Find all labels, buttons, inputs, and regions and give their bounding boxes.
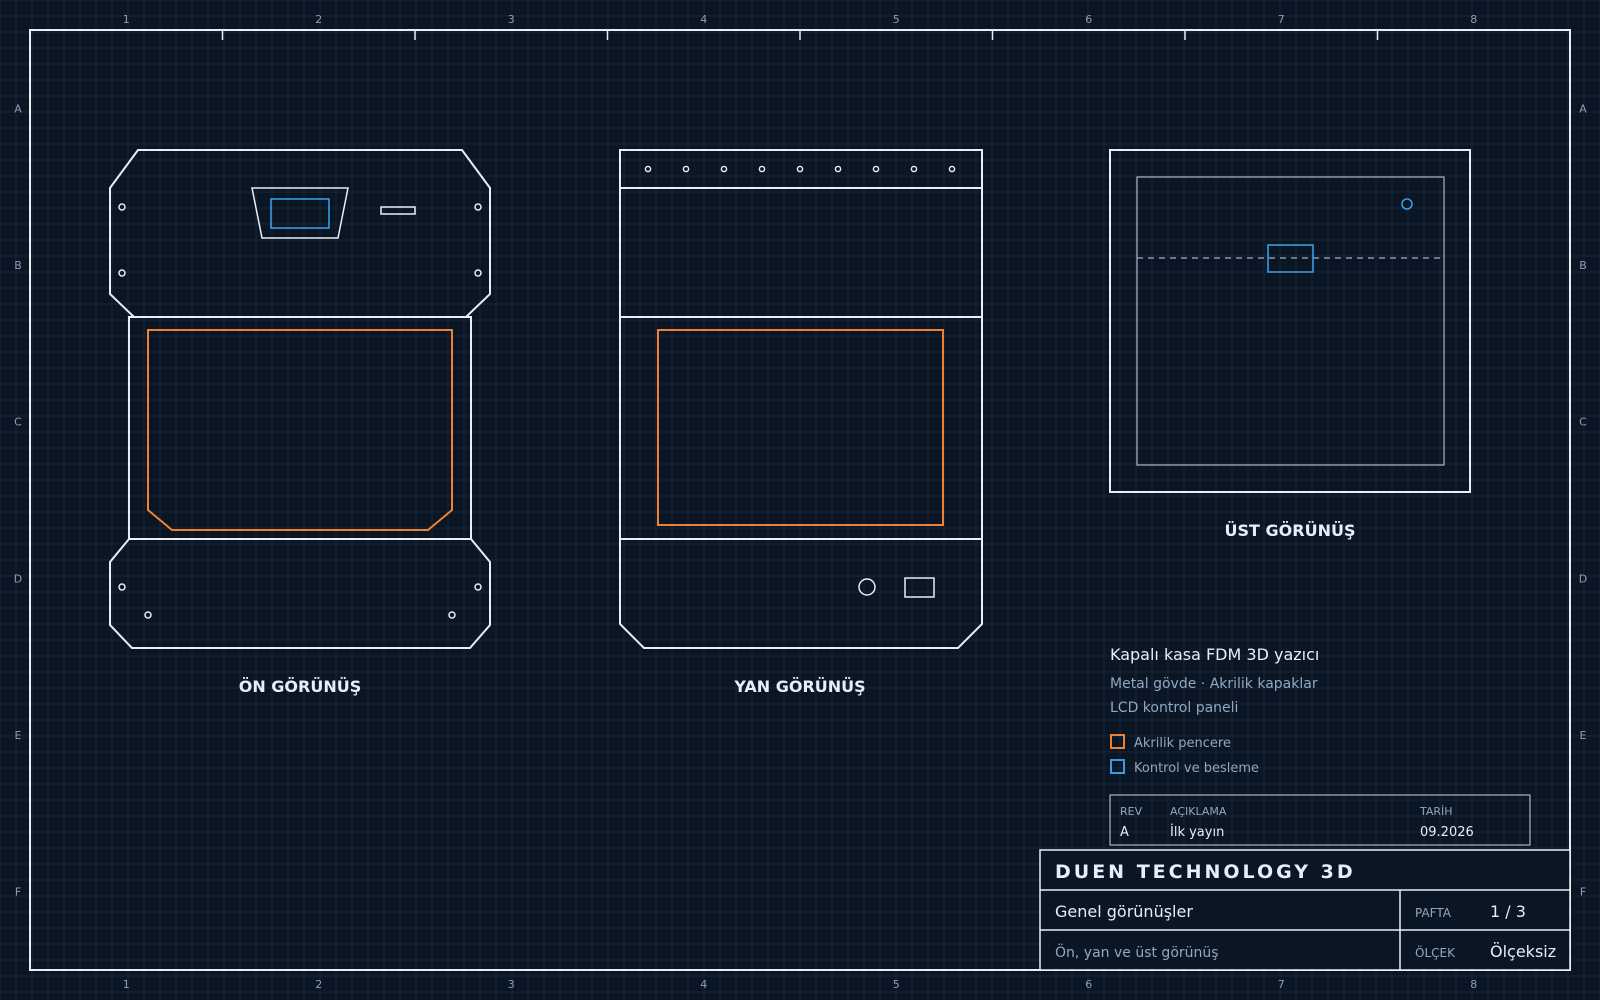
title-block-frame [1039,849,1571,971]
zone-row-label: D [1579,572,1587,585]
zone-column-label: 4 [700,978,707,991]
top-inner-panel [1136,176,1445,466]
zone-row-label: D [14,572,22,585]
zone-column-label: 1 [123,978,130,991]
top-view: ÜST GÖRÜNÜŞ [1109,149,1471,540]
vent-hole [796,165,804,173]
front-middle-section [128,316,472,540]
zone-row-label: E [1580,729,1587,742]
power-switch [858,578,876,596]
company-name: DUEN TECHNOLOGY 3D [1055,861,1356,883]
zone-column-label: 7 [1278,978,1285,991]
zone-row-label: A [14,102,22,115]
scale-value: Ölçeksiz [1490,942,1556,961]
drawing-title: Genel görünüşler [1055,902,1193,921]
screw-hole [474,583,482,591]
legend: Akrilik pencere Kontrol ve besleme [1110,734,1259,776]
sheet-value: 1 / 3 [1490,902,1526,921]
description-title: Kapalı kasa FDM 3D yazıcı [1110,645,1319,664]
screw-hole [144,611,152,619]
side-view-title: YAN GÖRÜNÜŞ [733,677,865,696]
zone-column-label: 6 [1085,978,1092,991]
zone-column-label: 4 [700,13,707,26]
legend-swatch-control [1110,759,1125,774]
side-view: YAN GÖRÜNÜŞ [619,149,983,696]
zone-row-label: A [1579,102,1587,115]
top-outer-frame [1109,149,1471,493]
zone-column-label: 5 [893,13,900,26]
side-bottom-section [619,538,983,649]
zone-row-label: C [1579,416,1587,429]
zone-column-label: 8 [1470,978,1477,991]
screw-hole [448,611,456,619]
side-acrylic-window [657,329,944,526]
zone-row-label: B [1579,259,1587,272]
zone-row-label: F [1580,886,1586,899]
front-top-section [109,149,491,318]
zone-column-label: 7 [1278,13,1285,26]
zone-column-label: 5 [893,978,900,991]
vent-hole [720,165,728,173]
description-block: Kapalı kasa FDM 3D yazıcı Metal gövde · … [1110,645,1319,716]
print-head [1267,244,1314,273]
front-bottom-section [109,538,491,649]
front-display-bezel [251,187,349,239]
vent-hole [834,165,842,173]
vent-hole [758,165,766,173]
zone-column-label: 6 [1085,13,1092,26]
revision-table-frame [1109,794,1531,846]
zone-column-label: 2 [315,978,322,991]
vent-hole [682,165,690,173]
front-acrylic-window [147,329,453,531]
vent-hole [910,165,918,173]
date-value: 09.2026 [1420,825,1474,840]
vent-hole [948,165,956,173]
zone-column-label: 8 [1470,13,1477,26]
title-block: DUEN TECHNOLOGY 3D Genel görünüşler Ön, … [1039,849,1571,971]
legend-label: Kontrol ve besleme [1134,761,1259,776]
zone-ticks [221,30,1379,40]
power-socket [904,577,935,598]
desc-header: AÇIKLAMA [1170,805,1227,818]
zone-column-label: 2 [315,13,322,26]
screw-hole [118,269,126,277]
legend-label: Akrilik pencere [1134,736,1231,751]
vent-hole [872,165,880,173]
zone-column-label: 1 [123,13,130,26]
top-view-title: ÜST GÖRÜNÜŞ [1225,521,1356,540]
scale-label: ÖLÇEK [1415,944,1456,960]
vent-hole [644,165,652,173]
legend-swatch-acrylic [1110,734,1125,749]
drawing-subtitle: Ön, yan ve üst görünüş [1055,943,1219,961]
sd-card-slot [380,206,416,215]
front-view-title: ÖN GÖRÜNÜŞ [239,677,362,696]
filament-inlet [1401,198,1413,210]
vent-holes [644,165,956,173]
zone-row-label: B [14,259,22,272]
lcd-screen [270,198,330,229]
date-header: TARİH [1419,805,1453,818]
screw-hole [118,583,126,591]
rev-header: REV [1120,805,1143,818]
zone-column-label: 3 [508,978,515,991]
sheet-label: PAFTA [1415,906,1452,920]
description-line: LCD kontrol paneli [1110,700,1238,716]
screw-hole [474,269,482,277]
front-view: ÖN GÖRÜNÜŞ [109,149,491,696]
revision-table: REV AÇIKLAMA TARİH A İlk yayın 09.2026 [1109,794,1531,846]
desc-value: İlk yayın [1170,824,1224,840]
zone-row-label: E [15,729,22,742]
zone-row-label: C [14,416,22,429]
zone-column-label: 3 [508,13,515,26]
zone-row-label: F [15,886,21,899]
screw-hole [118,203,126,211]
description-line: Metal gövde · Akrilik kapaklar [1110,676,1318,692]
rev-value: A [1120,825,1129,840]
screw-hole [474,203,482,211]
